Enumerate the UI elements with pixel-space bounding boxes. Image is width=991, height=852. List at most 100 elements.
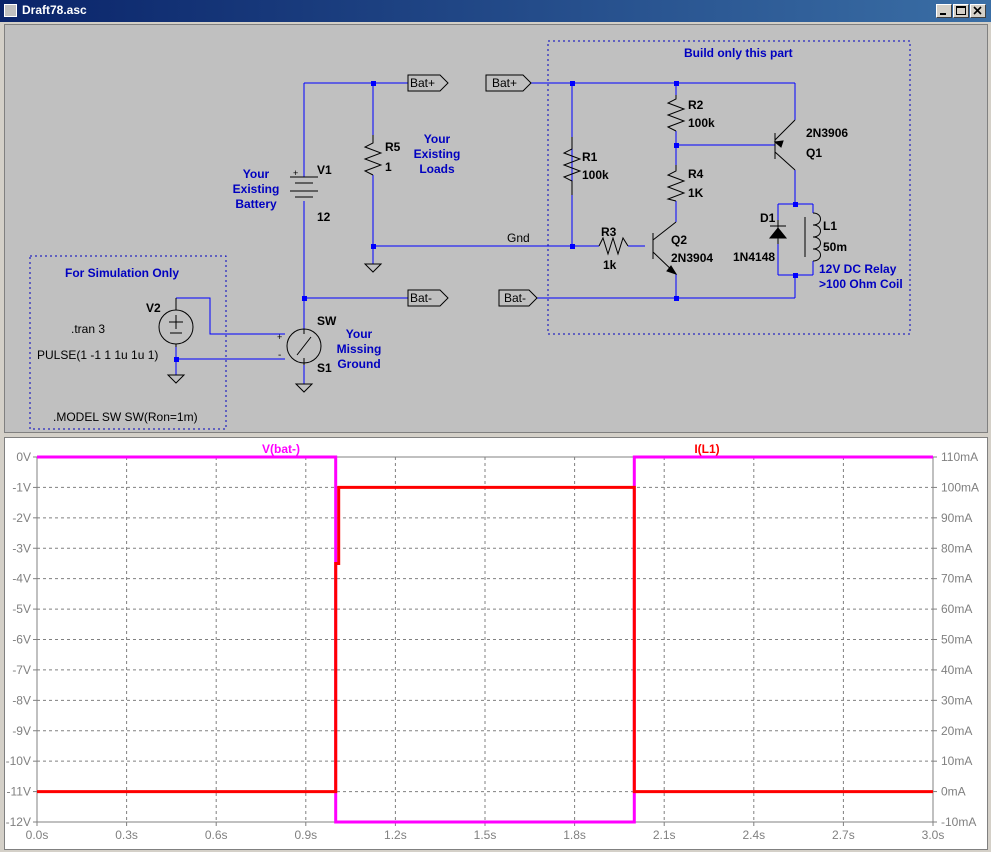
- trace-vbat: [37, 455, 933, 824]
- y-right-tick-label: 20mA: [941, 724, 972, 738]
- x-tick-label: 2.1s: [653, 828, 676, 842]
- r5-value: 1: [385, 160, 392, 174]
- model-directive: .MODEL SW SW(Ron=1m): [53, 410, 198, 424]
- v2-name: V2: [146, 301, 161, 315]
- q1-value: 2N3906: [806, 126, 848, 140]
- r5-symbol: [363, 135, 383, 176]
- minimize-icon: [940, 13, 946, 15]
- y-right-tick-label: 80mA: [941, 541, 972, 555]
- sim-only-comment: For Simulation Only: [65, 266, 179, 280]
- trace-il1: [37, 485, 933, 794]
- y-right-tick-label: 30mA: [941, 693, 972, 707]
- x-tick-label: 0.3s: [115, 828, 138, 842]
- ground-comment-1: Your: [346, 327, 373, 341]
- svg-text:Bat-: Bat-: [504, 291, 526, 305]
- net-label-batm-left: Bat-: [407, 289, 449, 307]
- y-right-tick-label: 50mA: [941, 633, 972, 647]
- net-label-batm-right: Bat-: [498, 289, 538, 307]
- y-right-tick-label: 0mA: [941, 785, 966, 799]
- y-left-tick-label: -8V: [12, 693, 31, 707]
- battery-comment-3: Battery: [235, 197, 277, 211]
- ground-comment-3: Ground: [337, 357, 380, 371]
- y-right-tick-label: 90mA: [941, 511, 972, 525]
- y-left-tick-label: -7V: [12, 663, 31, 677]
- y-right-tick-label: 40mA: [941, 663, 972, 677]
- y-left-tick-label: -4V: [12, 572, 31, 586]
- y-right-tick-label: -10mA: [941, 815, 976, 829]
- d1-name: D1: [760, 211, 776, 225]
- close-button[interactable]: [970, 4, 986, 18]
- x-tick-label: 2.4s: [742, 828, 765, 842]
- x-tick-label: 1.5s: [474, 828, 497, 842]
- y-left-tick-label: -1V: [12, 480, 31, 494]
- y-right-tick-label: 100mA: [941, 480, 979, 494]
- svg-text:Bat-: Bat-: [410, 291, 432, 305]
- net-label-batp-right: Bat+: [485, 74, 532, 92]
- tran-directive: .tran 3: [71, 322, 105, 336]
- y-left-tick-label: -6V: [12, 633, 31, 647]
- trace-label-vbat[interactable]: V(bat-): [262, 442, 300, 456]
- s1-name: S1: [317, 361, 332, 375]
- s1-model: SW: [317, 314, 337, 328]
- v2-value: PULSE(1 -1 1 1u 1u 1): [37, 348, 158, 362]
- q2-value: 2N3904: [671, 251, 713, 265]
- y-right-tick-label: 110mA: [941, 450, 978, 464]
- schematic-canvas[interactable]: Bat+ Bat- Bat+ Bat- Gnd V1 12 + R5 1 R1 …: [5, 25, 989, 434]
- maximize-button[interactable]: [953, 4, 969, 18]
- schematic-pane[interactable]: Bat+ Bat- Bat+ Bat- Gnd V1 12 + R5 1 R1 …: [4, 24, 988, 433]
- loads-comment-3: Loads: [419, 162, 455, 176]
- q2-name: Q2: [671, 233, 687, 247]
- maximize-icon: [956, 6, 966, 15]
- y-left-tick-label: -2V: [12, 511, 31, 525]
- x-tick-label: 0.9s: [294, 828, 317, 842]
- r4-value: 1K: [688, 186, 704, 200]
- v1-name: V1: [317, 163, 332, 177]
- schematic-wires: [175, 82, 814, 384]
- plot-grid: [37, 457, 933, 822]
- s1-plus: +: [277, 332, 282, 342]
- x-tick-label: 2.7s: [832, 828, 855, 842]
- junction-dots: [174, 81, 798, 362]
- battery-comment-2: Existing: [233, 182, 280, 196]
- svg-text:Bat+: Bat+: [410, 76, 435, 90]
- x-tick-label: 3.0s: [922, 828, 945, 842]
- window-titlebar: Draft78.asc: [0, 0, 991, 22]
- v1-plus: +: [293, 168, 298, 178]
- svg-text:Bat+: Bat+: [492, 76, 517, 90]
- net-label-batp-left: Bat+: [407, 74, 449, 92]
- sim-region: [29, 255, 227, 430]
- y-left-tick-label: -11V: [7, 785, 31, 799]
- minimize-button[interactable]: [936, 4, 952, 18]
- r1-value: 100k: [582, 168, 609, 182]
- y-right-tick-label: 10mA: [941, 754, 972, 768]
- trace-label-il1[interactable]: I(L1): [694, 442, 719, 456]
- l1-name: L1: [823, 219, 837, 233]
- net-label-gnd: Gnd: [507, 231, 530, 245]
- x-tick-label: 1.8s: [563, 828, 586, 842]
- y-right-tick-label: 60mA: [941, 602, 972, 616]
- y-left-tick-label: -3V: [12, 541, 31, 555]
- close-icon: [973, 6, 982, 15]
- r2-value: 100k: [688, 116, 715, 130]
- build-only-comment: Build only this part: [684, 46, 793, 60]
- r5-name: R5: [385, 140, 401, 154]
- l1-value: 50m: [823, 240, 847, 254]
- r2-name: R2: [688, 98, 704, 112]
- r3-name: R3: [601, 225, 617, 239]
- q1-name: Q1: [806, 146, 822, 160]
- plot-traces: [37, 455, 933, 824]
- x-tick-label: 0.6s: [205, 828, 228, 842]
- loads-comment-1: Your: [424, 132, 451, 146]
- r4-name: R4: [688, 167, 704, 181]
- s1-minus: -: [278, 350, 281, 361]
- y-left-tick-label: -12V: [6, 815, 31, 829]
- x-tick-label: 0.0s: [26, 828, 49, 842]
- relay-comment-2: >100 Ohm Coil: [819, 277, 903, 291]
- y-left-tick-label: -10V: [6, 754, 31, 768]
- window-title: Draft78.asc: [22, 3, 87, 17]
- v1-value: 12: [317, 210, 331, 224]
- relay-comment-1: 12V DC Relay: [819, 262, 897, 276]
